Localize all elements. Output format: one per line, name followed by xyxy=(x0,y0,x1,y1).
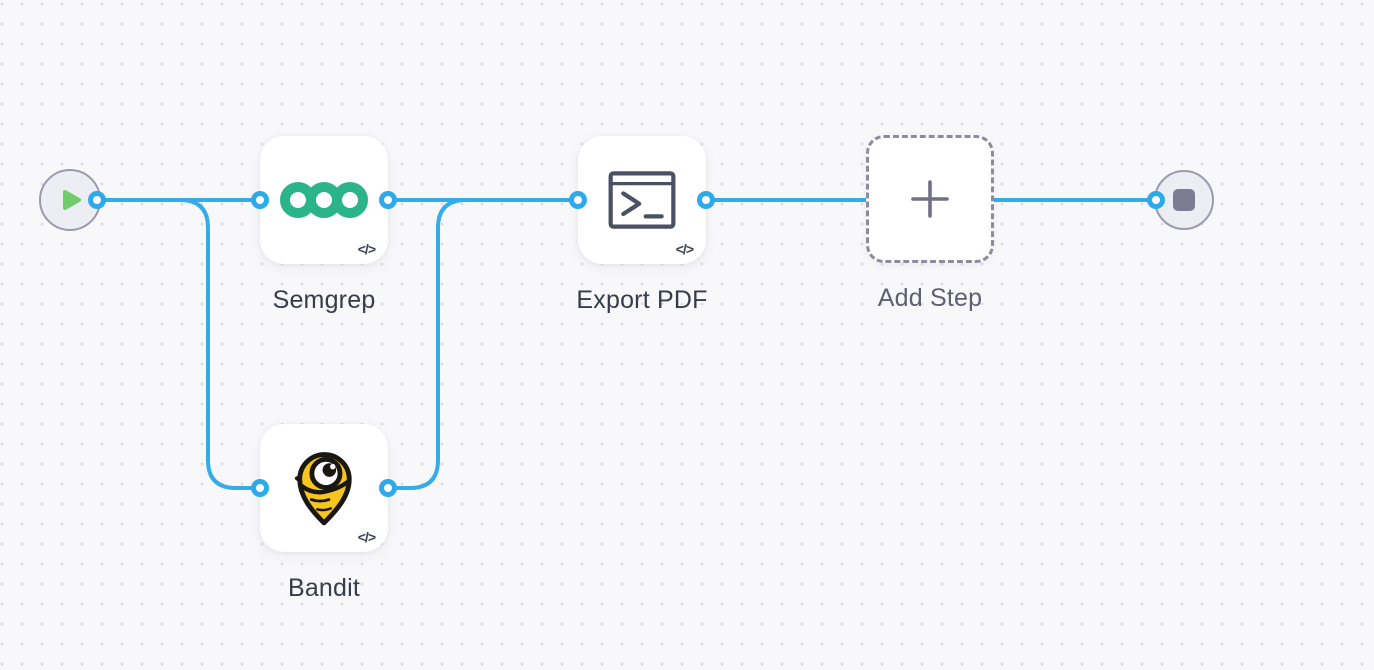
code-step-icon: </> xyxy=(357,241,376,257)
semgrep-logo xyxy=(280,182,368,218)
port-semgrep-input[interactable] xyxy=(251,191,269,209)
port-export-pdf-input[interactable] xyxy=(569,191,587,209)
node-label-add-step: Add Step xyxy=(877,284,983,312)
port-semgrep-output[interactable] xyxy=(379,191,397,209)
play-icon xyxy=(55,185,85,215)
edge-bandit-exportpdf[interactable] xyxy=(386,198,580,490)
port-export-pdf-output[interactable] xyxy=(697,191,715,209)
port-end-input[interactable] xyxy=(1147,191,1165,209)
node-semgrep[interactable]: </> xyxy=(260,136,388,264)
plus-icon xyxy=(907,176,953,222)
node-label-bandit: Bandit xyxy=(287,574,361,602)
port-bandit-input[interactable] xyxy=(251,479,269,497)
code-step-icon: </> xyxy=(357,529,376,545)
add-step-button[interactable] xyxy=(866,135,994,263)
port-start-output[interactable] xyxy=(88,191,106,209)
node-label-semgrep: Semgrep xyxy=(272,286,376,314)
code-step-icon: </> xyxy=(675,241,694,257)
edge-start-bandit[interactable] xyxy=(178,198,262,490)
end-node[interactable] xyxy=(1154,170,1214,230)
bandit-logo xyxy=(291,447,357,529)
stop-icon xyxy=(1173,189,1195,211)
node-export-pdf[interactable]: </> xyxy=(578,136,706,264)
node-bandit[interactable]: </> xyxy=(260,424,388,552)
terminal-icon xyxy=(608,171,676,229)
node-label-export-pdf: Export PDF xyxy=(576,286,708,314)
port-bandit-output[interactable] xyxy=(379,479,397,497)
